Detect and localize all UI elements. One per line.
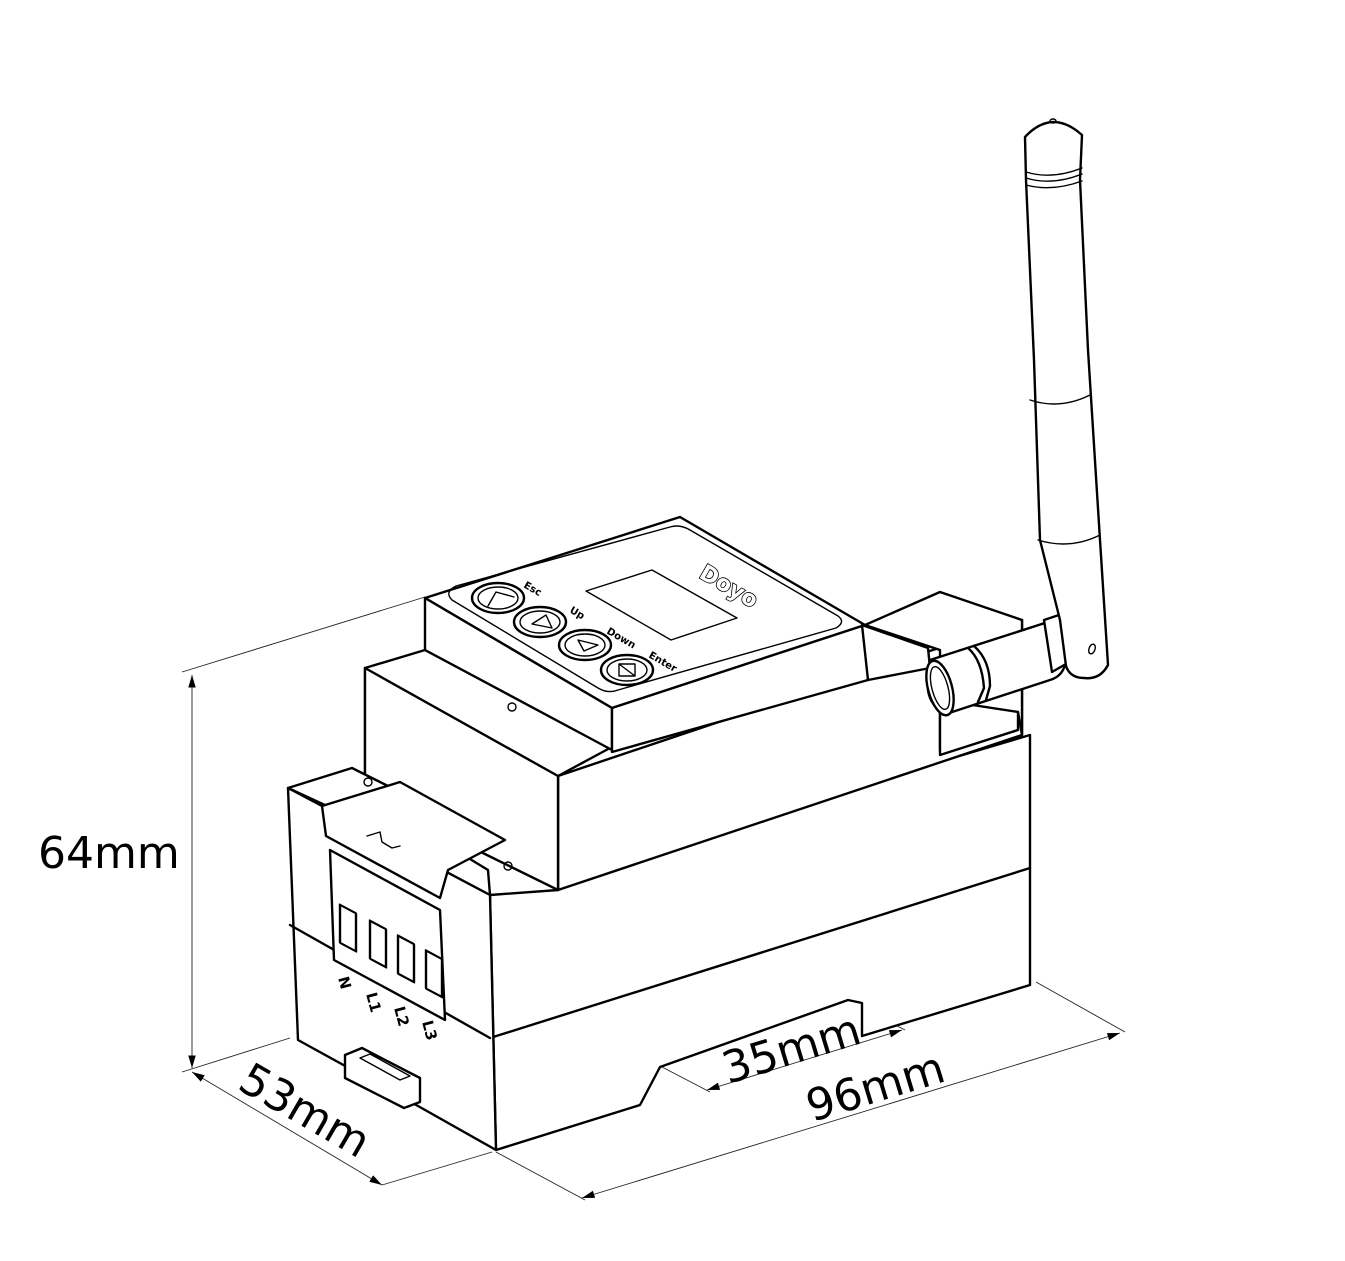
triangle-left-icon [531,614,553,629]
terminal-label-l3: L3 [418,1018,441,1042]
lcd-window [585,569,738,641]
chevron-up-icon [487,591,515,607]
terminal-label-n: N [334,974,355,991]
triangle-right-icon [577,639,599,652]
terminal-label-l1: L1 [362,990,385,1014]
enter-icon [618,663,636,677]
dimension-height: 64mm [38,596,426,1073]
terminal-label-l2: L2 [390,1004,413,1028]
din-clip [343,1046,422,1110]
terminal-block [328,848,447,1022]
antenna-whip [1023,120,1110,680]
meter-body [286,618,1032,1152]
antenna [925,118,1110,717]
terminal-labels: N L1 L2 L3 [334,974,441,1042]
terminal-screws [338,903,444,999]
height-label: 64mm [38,828,180,879]
